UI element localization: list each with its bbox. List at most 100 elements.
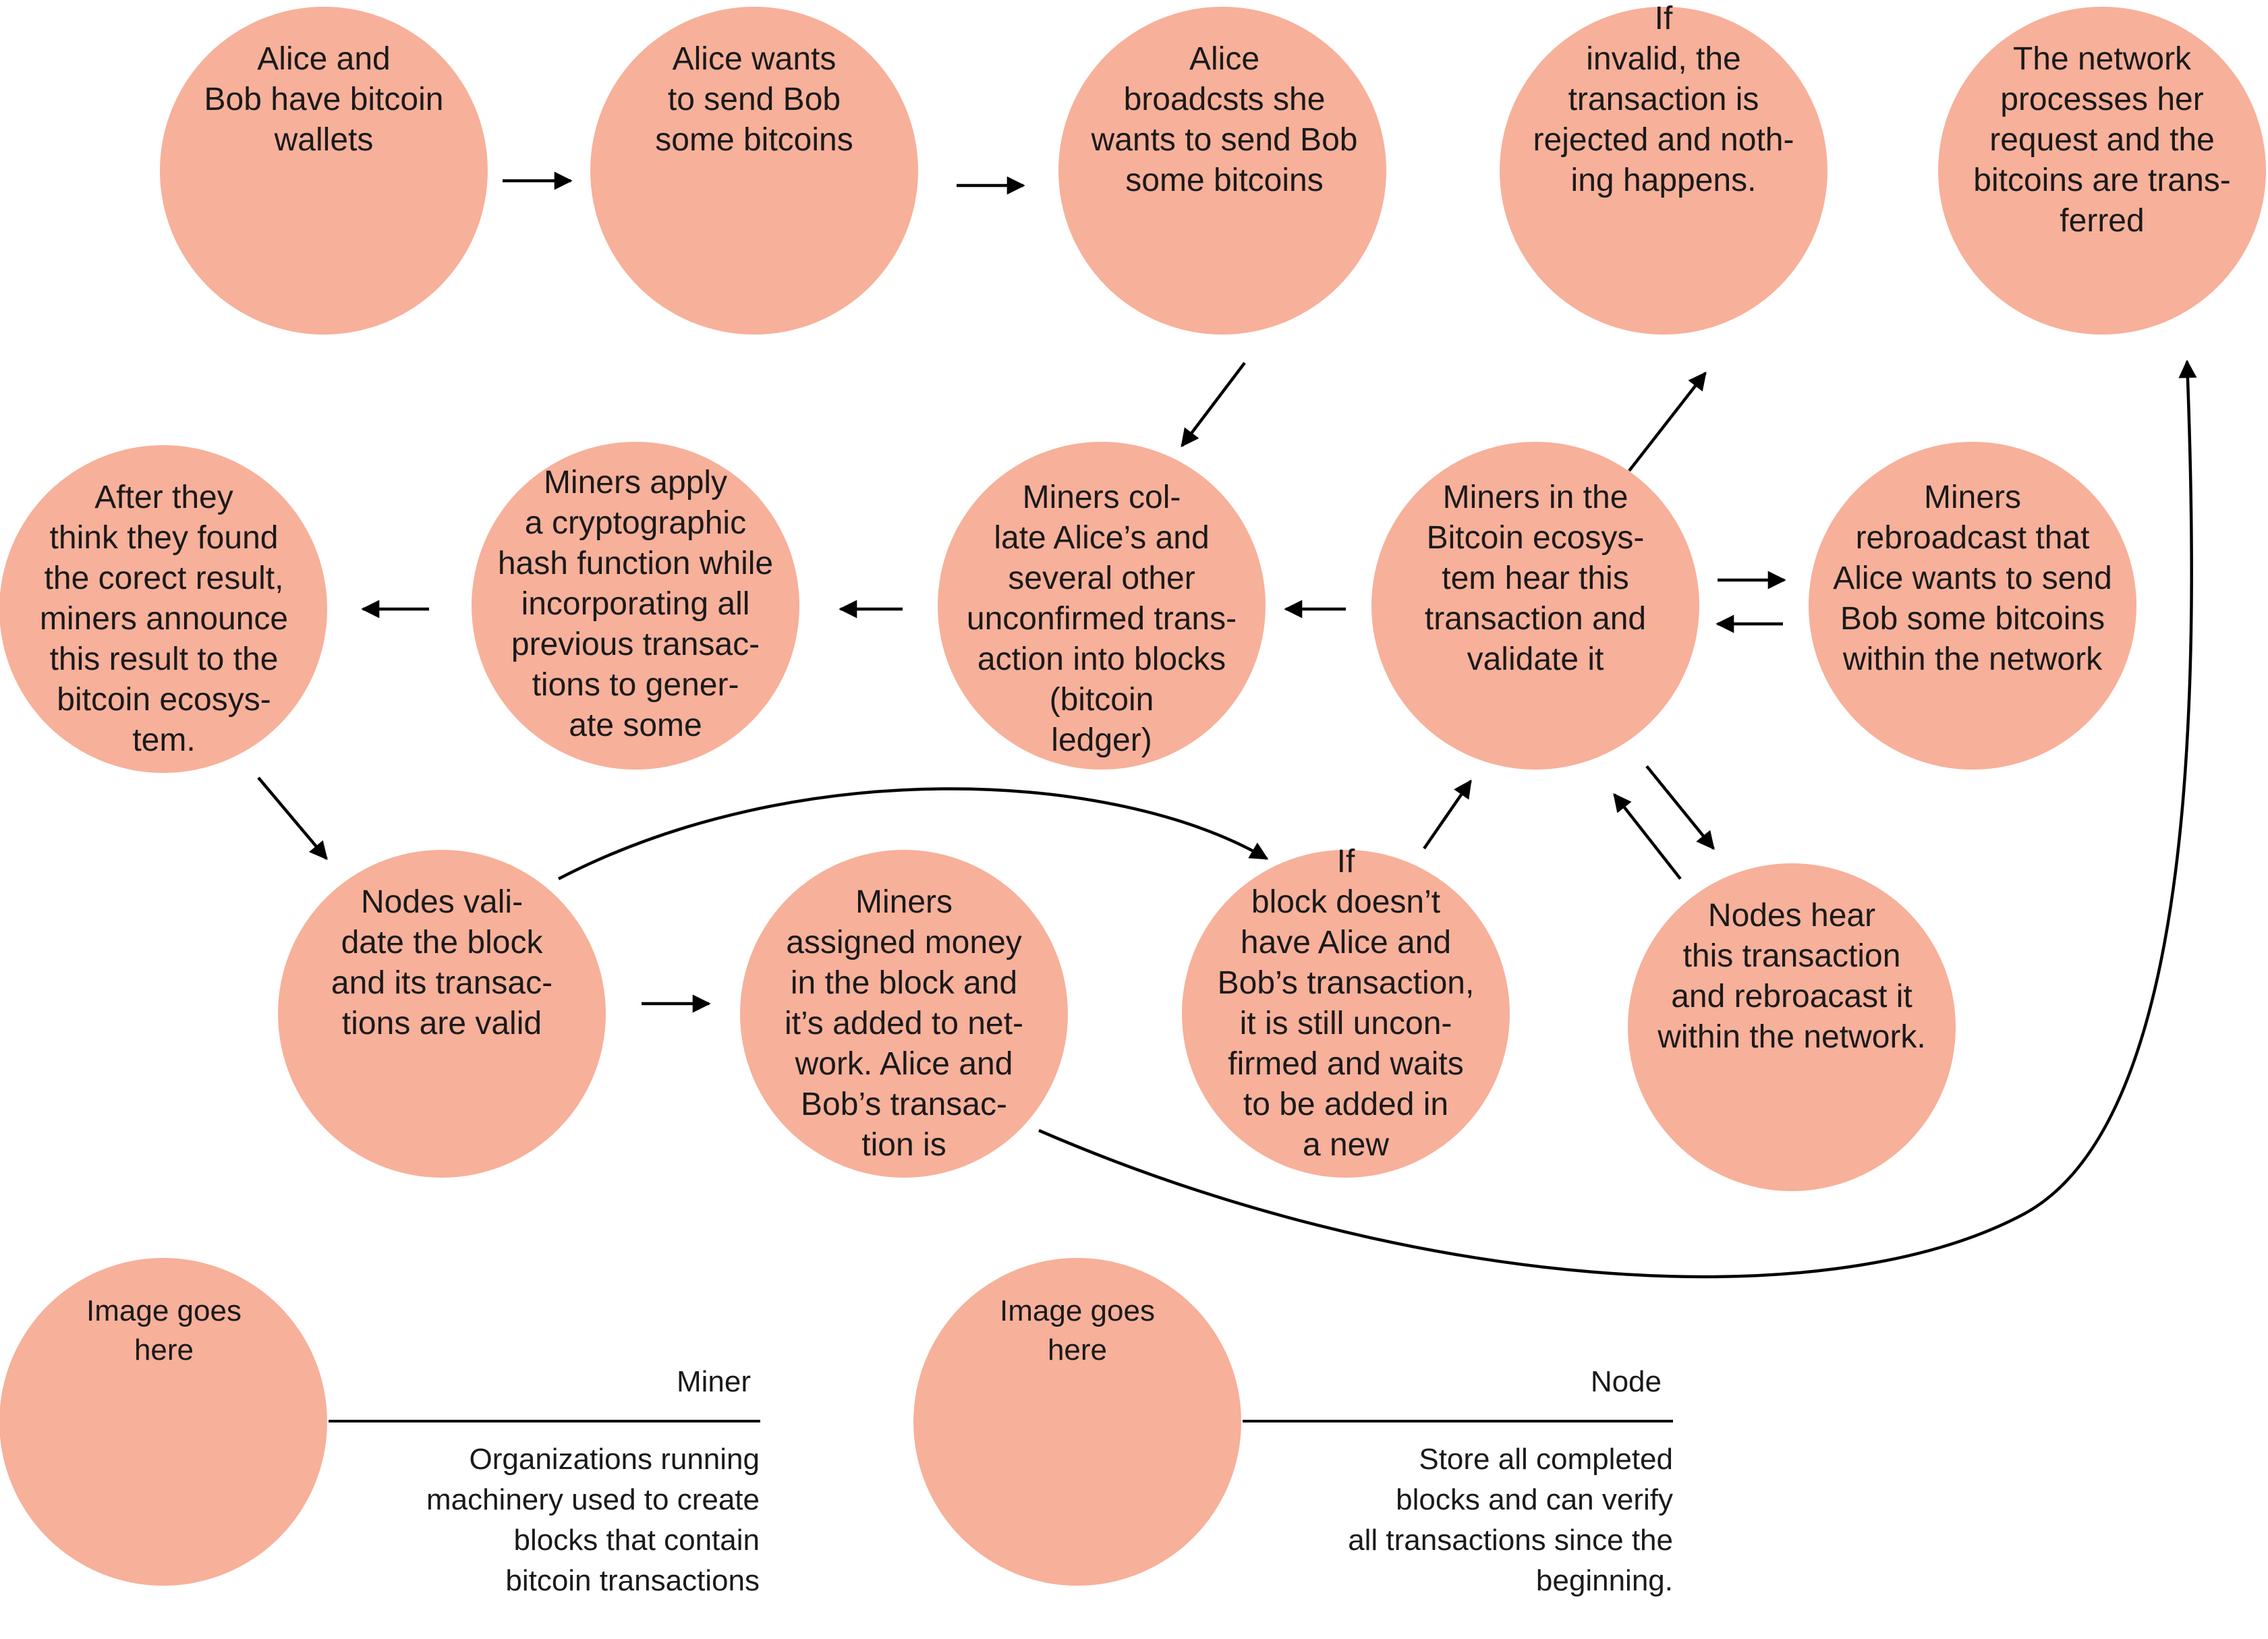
node-circle (938, 442, 1266, 770)
text-line: late Alice’s and (994, 520, 1209, 556)
text-line: within the network (1842, 641, 2103, 677)
text-line: bitcoin transactions (505, 1564, 760, 1597)
text-line: block doesn’t (1251, 884, 1440, 920)
text-line: this transaction (1683, 938, 1901, 974)
text-line: miners announce (40, 601, 288, 637)
text-line: Bitcoin ecosys- (1427, 520, 1645, 556)
text-line: Image goes (1000, 1294, 1155, 1327)
text-line: Miners apply (544, 465, 727, 500)
text-line: hash function while (498, 546, 773, 581)
text-line: Miners (855, 884, 953, 920)
node-circle (278, 850, 606, 1178)
text-line: action into blocks (977, 641, 1226, 677)
text-line: rejected and noth- (1533, 122, 1794, 158)
text-line: assigned money (786, 925, 1022, 960)
text-line: Alice (1189, 41, 1259, 77)
node-nodes-validate-text: Nodes vali-date the block and its transac… (331, 884, 552, 1041)
text-line: Bob have bitcoin (204, 82, 444, 117)
text-line: tem hear this (1442, 560, 1628, 596)
arrow-hear-to-invalid (1628, 371, 1707, 472)
text-line: bitcoin ecosys- (57, 682, 271, 718)
text-line: a cryptographic (525, 505, 746, 541)
text-line: If (1655, 1, 1673, 36)
text-line: tem. (132, 722, 195, 758)
arrow-nodes-hear-to-hear (1613, 793, 1682, 880)
text-line: ing happens. (1571, 163, 1757, 198)
text-line: Bob’s transac- (801, 1087, 1007, 1122)
text-line: wants to send Bob (1091, 122, 1358, 158)
text-line: ferred (2060, 203, 2144, 239)
text-line: Miners (1924, 480, 2021, 515)
text-line: After they (94, 480, 233, 515)
text-line: a new (1303, 1127, 1389, 1163)
text-line: within the network. (1657, 1019, 1926, 1055)
text-line: wallets (274, 122, 374, 158)
node-circle (1938, 7, 2266, 335)
text-line: Nodes vali- (361, 884, 523, 920)
arrow-unconfirmed-to-hear (1423, 779, 1472, 850)
text-line: and its transac- (331, 965, 552, 1001)
text-line: transaction and (1425, 601, 1646, 637)
text-line: this result to the (50, 641, 279, 677)
text-line: Image goes (86, 1294, 242, 1327)
text-line: date the block (341, 925, 544, 960)
text-line: Alice wants (673, 41, 837, 77)
arrow-assigned-to-processes (1038, 360, 2197, 1279)
text-line: The network (2013, 41, 2192, 77)
node-circle (160, 7, 488, 335)
arrow-hear-to-nodes-hear (1645, 765, 1715, 851)
text-line: (bitcoin (1050, 682, 1154, 718)
node-hash: Miners apply a cryptographic hash function… (472, 442, 799, 770)
text-line: invalid, the (1586, 41, 1740, 77)
text-line: several other (1008, 560, 1195, 596)
text-line: here (1048, 1333, 1107, 1367)
text-line: and rebroacast it (1671, 979, 1912, 1014)
connectors (257, 171, 2197, 1279)
text-line: Organizations running (470, 1443, 760, 1476)
text-line: request and the (1989, 122, 2215, 158)
arrow-broadcast-to-collate (1181, 362, 1246, 448)
text-line: unconfirmed trans- (967, 601, 1237, 637)
text-line: Bob some bitcoins (1840, 601, 2105, 637)
node-circle (1809, 442, 2136, 770)
node-circle (1500, 7, 1827, 335)
node-circle (0, 445, 327, 773)
node-collate: Miners col-late Alice’s and several other… (938, 442, 1266, 770)
node-circle (740, 850, 1068, 1178)
node-nodes-validate: Nodes vali-date the block and its transac… (278, 850, 606, 1178)
node-circle (1058, 7, 1386, 335)
text-line: ate some (569, 708, 702, 743)
text-line: Miners col- (1023, 480, 1181, 515)
text-line: Store all completed (1419, 1443, 1673, 1476)
text-line: to be added in (1243, 1087, 1448, 1122)
node-image-placeholder (913, 1258, 1241, 1586)
text-line: the corect result, (45, 560, 284, 596)
text-line: Alice and (257, 41, 390, 77)
text-line: ledger) (1051, 722, 1152, 758)
node-circle (590, 7, 918, 335)
text-line: tion is (861, 1127, 946, 1163)
text-line: in the block and (791, 965, 1017, 1001)
text-line: blocks that contain (514, 1524, 760, 1557)
arrow-announce-to-nodes-validate (257, 776, 328, 861)
text-line: Alice wants to send (1833, 560, 2112, 596)
